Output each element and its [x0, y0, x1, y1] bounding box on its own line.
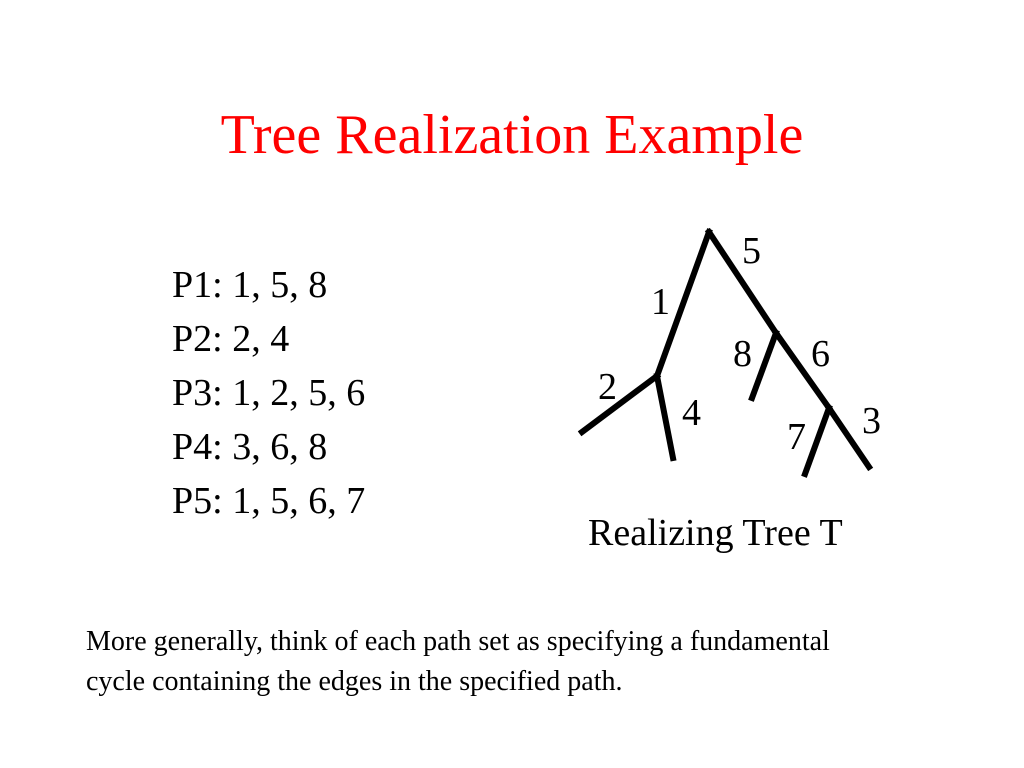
tree-edge-8 — [748, 329, 780, 402]
path-set-p4: P4: 3, 6, 8 — [172, 426, 328, 468]
tree-caption: Realizing Tree T — [588, 512, 843, 554]
path-set-p5: P5: 1, 5, 6, 7 — [172, 480, 366, 522]
edge-label-2: 2 — [598, 366, 617, 408]
path-set-p2: P2: 2, 4 — [172, 318, 290, 360]
tree-edge-4 — [653, 372, 677, 462]
edge-label-3: 3 — [862, 400, 881, 442]
edge-label-8: 8 — [733, 333, 752, 375]
edge-label-1: 1 — [651, 281, 670, 323]
edge-label-7: 7 — [787, 416, 806, 458]
slide-title: Tree Realization Example — [220, 104, 804, 166]
path-set-p3: P3: 1, 2, 5, 6 — [172, 372, 366, 414]
explanatory-note: More generally, think of each path set a… — [86, 622, 1006, 702]
path-set-p1: P1: 1, 5, 8 — [172, 264, 328, 306]
edge-label-5: 5 — [742, 230, 761, 272]
edge-label-6: 6 — [811, 333, 830, 375]
tree-edge-2 — [577, 371, 662, 437]
edge-label-4: 4 — [682, 392, 701, 434]
note-line-1: More generally, think of each path set a… — [86, 626, 830, 657]
note-line-2: cycle containing the edges in the specif… — [86, 666, 623, 697]
path-set-list: P1: 1, 5, 8 P2: 2, 4 P3: 1, 2, 5, 6 P4: … — [172, 258, 365, 528]
tree-edge-7 — [801, 404, 833, 478]
